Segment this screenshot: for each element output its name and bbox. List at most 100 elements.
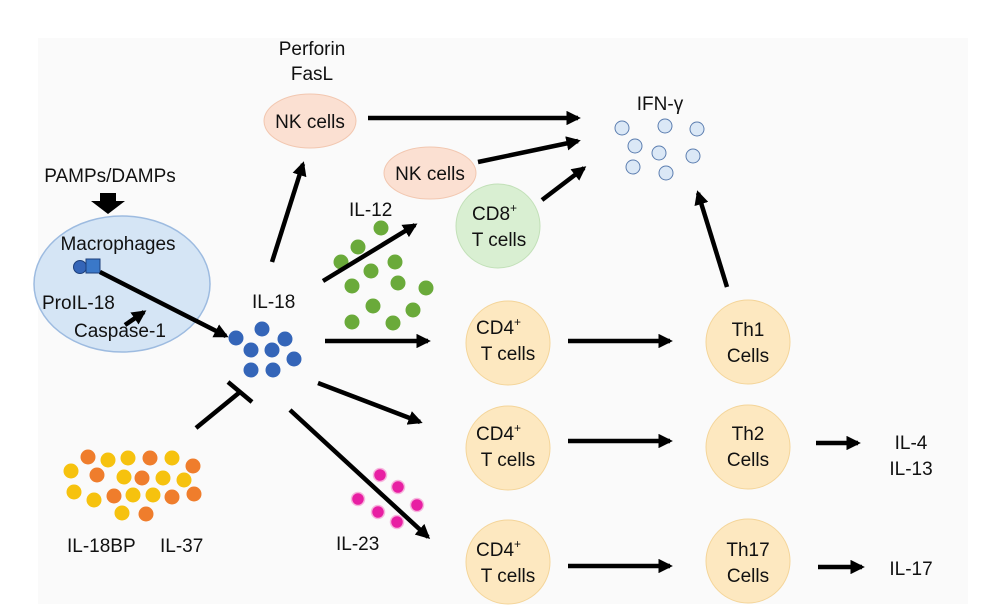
cd4-3-label: CD4+ bbox=[476, 537, 521, 561]
fasl-label: FasL bbox=[291, 64, 333, 85]
cd4-1-t-cells-label: T cells bbox=[481, 344, 536, 365]
il23-dots bbox=[350, 467, 425, 530]
il12-dot bbox=[363, 263, 379, 279]
cd4-1-label: CD4+ bbox=[476, 315, 521, 339]
nk-cells-mid-label: NK cells bbox=[395, 164, 465, 185]
perforin-label: Perforin bbox=[279, 39, 346, 60]
il37-dot bbox=[134, 470, 150, 486]
il37-dot bbox=[80, 449, 96, 465]
cd8-label: CD8+ bbox=[472, 201, 517, 225]
th1-to-ifn-arrow bbox=[694, 190, 730, 288]
il18bp-dot bbox=[86, 492, 102, 508]
il4-label: IL-4 bbox=[895, 433, 928, 454]
il18bp-dot bbox=[116, 469, 132, 485]
th17-cell bbox=[705, 518, 791, 604]
il23-label: IL-23 bbox=[336, 534, 379, 555]
il18bp-dot bbox=[63, 463, 79, 479]
ifn-gamma-dots bbox=[614, 118, 705, 181]
th2-cell bbox=[705, 404, 791, 490]
il18-dot bbox=[243, 362, 259, 378]
il37-dot bbox=[89, 467, 105, 483]
cd8-to-ifn-arrow bbox=[540, 166, 587, 202]
cd4-2-label: CD4+ bbox=[476, 421, 521, 445]
inhibition-cap bbox=[226, 380, 254, 404]
caspase-arrow bbox=[123, 310, 147, 327]
il12-dot bbox=[385, 315, 401, 331]
arrows bbox=[91, 110, 865, 575]
il18bp-dot bbox=[125, 487, 141, 503]
il12-dot bbox=[350, 239, 366, 255]
cd8-t-cells-label: T cells bbox=[472, 230, 527, 251]
nk-cells-top-label: NK cells bbox=[275, 112, 345, 133]
il18bp-dot bbox=[155, 470, 171, 486]
il18-to-cd4-3-arrow bbox=[288, 408, 431, 539]
il23-dot bbox=[390, 479, 406, 495]
il12-dot bbox=[344, 278, 360, 294]
il37-dot bbox=[138, 506, 154, 522]
th2-cells-label: Cells bbox=[727, 450, 769, 471]
ifn-dot bbox=[658, 165, 674, 181]
th1-cells-label: Cells bbox=[727, 346, 769, 367]
ifn-dot bbox=[685, 148, 701, 164]
il37-label: IL-37 bbox=[160, 536, 203, 557]
il12-dot bbox=[387, 254, 403, 270]
receptor-square bbox=[85, 258, 101, 274]
il23-dot bbox=[409, 497, 425, 513]
ifn-dot bbox=[651, 145, 667, 161]
il18bp-dot bbox=[145, 487, 161, 503]
cd4-t-cell-1 bbox=[465, 300, 551, 386]
il12-dot bbox=[365, 298, 381, 314]
il18-to-cd4-2-arrow bbox=[317, 380, 423, 425]
th1-cell bbox=[705, 299, 791, 385]
il12-dot bbox=[405, 302, 421, 318]
th2-label: Th2 bbox=[732, 424, 765, 445]
pamps-damps-label: PAMPs/DAMPs bbox=[44, 166, 176, 187]
il18-label: IL-18 bbox=[252, 292, 295, 313]
macrophages-label: Macrophages bbox=[60, 234, 175, 255]
il18-to-nk-arrow bbox=[269, 161, 307, 263]
il13-label: IL-13 bbox=[889, 459, 932, 480]
il23-dot bbox=[372, 467, 388, 483]
nk-cell-top bbox=[263, 93, 357, 149]
ifn-dot bbox=[614, 120, 630, 136]
cd4-t-cell-2 bbox=[465, 405, 551, 491]
il18-dot bbox=[254, 321, 270, 337]
il18bp-dot bbox=[114, 505, 130, 521]
ifn-gamma-label: IFN-γ bbox=[637, 94, 684, 115]
th17-label: Th17 bbox=[726, 540, 769, 561]
il23-dot bbox=[389, 514, 405, 530]
nk-cell-mid bbox=[383, 146, 477, 200]
il18bp-il37-dots bbox=[63, 449, 202, 522]
il18bp-dot bbox=[120, 450, 136, 466]
il18-dots bbox=[228, 321, 302, 378]
proil18-label: ProIL-18 bbox=[42, 293, 115, 314]
th17-cells-label: Cells bbox=[727, 566, 769, 587]
ifn-dot bbox=[627, 138, 643, 154]
il23-dot bbox=[350, 491, 366, 507]
il37-dot bbox=[185, 458, 201, 474]
il12-dots bbox=[333, 220, 434, 331]
il18bp-label: IL-18BP bbox=[67, 536, 136, 557]
inhibition-bar bbox=[194, 380, 254, 430]
il17-label: IL-17 bbox=[889, 559, 932, 580]
il12-dot bbox=[344, 314, 360, 330]
receptor-circle bbox=[73, 260, 87, 274]
inhibition-stem bbox=[194, 390, 242, 430]
il37-dot bbox=[142, 450, 158, 466]
il18bp-dot bbox=[176, 472, 192, 488]
il23-dot bbox=[370, 504, 386, 520]
il12-dot bbox=[373, 220, 389, 236]
il12-dot bbox=[390, 275, 406, 291]
il18-dot bbox=[286, 351, 302, 367]
il18bp-dot bbox=[164, 450, 180, 466]
il18-dot bbox=[277, 331, 293, 347]
il37-dot bbox=[186, 486, 202, 502]
cd4-3-t-cells-label: T cells bbox=[481, 566, 536, 587]
pamps-arrow bbox=[91, 193, 125, 214]
il37-dot bbox=[106, 488, 122, 504]
ifn-dot bbox=[625, 159, 641, 175]
ifn-dot bbox=[689, 121, 705, 137]
receptor-to-il18-arrow bbox=[98, 269, 229, 339]
